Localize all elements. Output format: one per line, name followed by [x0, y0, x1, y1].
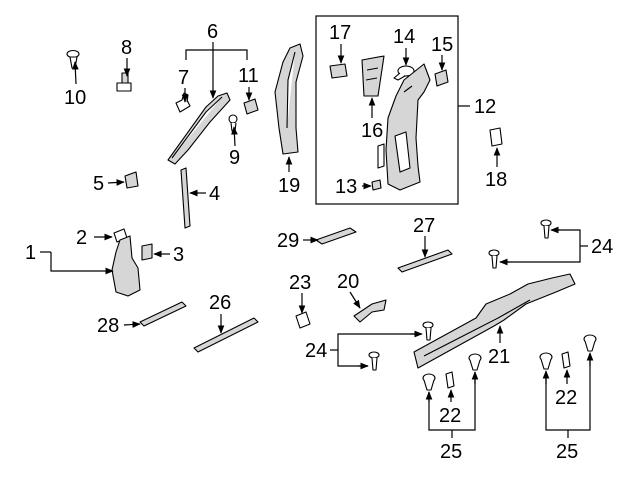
- callout-10: 10: [64, 87, 86, 109]
- callout-24-center: 24: [305, 340, 327, 362]
- part-8-clip: [116, 72, 132, 92]
- part-28-scuff-plate: [139, 301, 187, 327]
- part-24-screw-lower: [488, 249, 500, 269]
- part-12-b-pillar-lower-trim: [385, 63, 431, 191]
- callout-3: 3: [173, 244, 184, 266]
- callout-23: 23: [289, 272, 311, 294]
- part-6-a-pillar-trim: [167, 92, 231, 165]
- callout-15: 15: [431, 34, 453, 56]
- callout-14: 14: [393, 26, 415, 48]
- callout-12: 12: [474, 96, 496, 118]
- part-24-screw-center-upper: [422, 321, 434, 341]
- callout-7: 7: [178, 67, 189, 89]
- part-22-clip-right: [561, 351, 571, 369]
- part-9-screw: [228, 114, 238, 132]
- callout-1: 1: [25, 242, 36, 264]
- callout-5: 5: [93, 173, 104, 195]
- part-13-small-piece: [371, 143, 385, 191]
- part-15-clip: [434, 69, 449, 87]
- part-25-grommet-right-b: [583, 334, 597, 352]
- part-10-push-pin: [66, 49, 80, 69]
- callout-27: 27: [413, 215, 435, 237]
- callout-19: 19: [278, 175, 300, 197]
- part-21-rocker-trim: [413, 273, 576, 369]
- part-26-sill-plate: [193, 317, 259, 353]
- part-20-bracket: [353, 299, 387, 323]
- part-11-clip: [243, 98, 259, 115]
- part-14-pin: [393, 65, 415, 81]
- callout-24-right: 24: [591, 236, 613, 258]
- callout-20: 20: [337, 271, 359, 293]
- part-24-screw-upper: [540, 219, 552, 239]
- part-24-screw-center-lower: [368, 351, 380, 371]
- part-18-clip: [489, 127, 503, 147]
- callout-22-right: 22: [555, 387, 577, 409]
- part-22-clip-left: [445, 371, 455, 389]
- part-27-sill-plate: [397, 249, 453, 273]
- part-1-kick-panel: [111, 235, 141, 297]
- part-4-trim-strip: [180, 167, 191, 229]
- callout-labels: 10 8 6 7 11 9 19 17 14 15 16 12 13 18 5 …: [25, 21, 613, 463]
- part-19-b-pillar-upper-trim: [274, 43, 304, 155]
- part-25-grommet-left-b: [468, 353, 482, 371]
- part-29-scuff-plate: [315, 227, 357, 245]
- callout-6: 6: [207, 21, 218, 43]
- part-23-clip: [295, 311, 311, 329]
- callout-25-right: 25: [556, 441, 578, 463]
- part-16-bracket: [361, 55, 385, 97]
- callout-25-center: 25: [440, 441, 462, 463]
- callout-8: 8: [121, 37, 132, 59]
- callout-9: 9: [229, 147, 240, 169]
- callout-29: 29: [277, 230, 299, 252]
- part-12-group-box: [315, 15, 459, 205]
- callout-22-center: 22: [439, 405, 461, 427]
- part-5-clip: [124, 171, 139, 189]
- part-17-clip: [329, 63, 348, 79]
- callout-4: 4: [209, 183, 220, 205]
- part-25-grommet-left-a: [422, 373, 436, 391]
- callout-13: 13: [335, 176, 357, 198]
- callout-11: 11: [238, 65, 259, 87]
- callout-21: 21: [488, 346, 510, 368]
- callout-18: 18: [485, 169, 507, 191]
- callout-17: 17: [329, 22, 351, 44]
- part-25-grommet-right-a: [539, 352, 553, 370]
- leader-lines: [40, 42, 594, 438]
- part-7-clip: [175, 92, 191, 113]
- callout-26: 26: [209, 292, 231, 314]
- callout-2: 2: [76, 227, 87, 249]
- callout-16: 16: [361, 120, 383, 142]
- callout-28: 28: [97, 315, 119, 337]
- part-3-clip: [141, 243, 153, 261]
